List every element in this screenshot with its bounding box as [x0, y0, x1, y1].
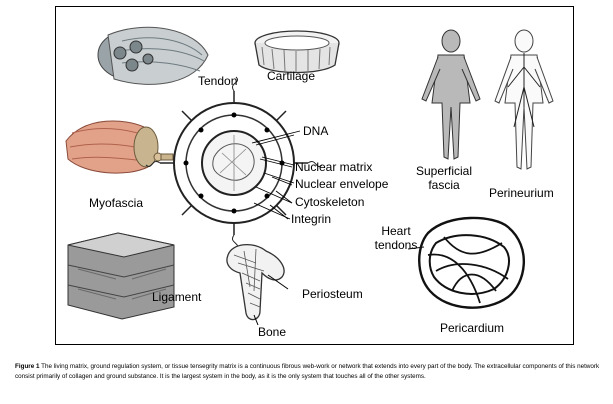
- label-myofascia: Myofascia: [89, 196, 144, 210]
- ligament-illustration: [67, 232, 175, 320]
- perineurium-figure: [494, 29, 554, 170]
- label-ligament: Ligament: [152, 290, 202, 304]
- label-perineurium: Perineurium: [489, 186, 554, 200]
- cell-illustration: [145, 76, 323, 250]
- label-periosteum: Periosteum: [302, 287, 363, 301]
- figure-caption: Figure 1 The living matrix, ground regul…: [15, 362, 605, 381]
- label-superficial-fascia: Superficial fascia: [412, 164, 476, 192]
- label-superficial-fascia-line1: Superficial: [415, 164, 473, 178]
- label-heart-tendons-line1: Heart: [381, 224, 411, 238]
- label-nuclear-envelope: Nuclear envelope: [295, 177, 389, 191]
- caption-label: Figure 1: [15, 363, 40, 370]
- cartilage-illustration: [254, 30, 340, 74]
- label-heart-tendons: Heart tendons: [364, 224, 428, 252]
- label-tendon: Tendon: [198, 74, 238, 88]
- label-heart-tendons-line2: tendons: [374, 238, 418, 252]
- label-dna: DNA: [303, 124, 329, 138]
- figure-illustration: [65, 26, 554, 326]
- caption-text: The living matrix, ground regulation sys…: [15, 363, 600, 380]
- superficial-fascia-figure: [421, 29, 481, 160]
- label-cytoskeleton: Cytoskeleton: [295, 195, 365, 209]
- label-superficial-fascia-line2: fascia: [428, 178, 460, 192]
- label-nuclear-matrix: Nuclear matrix: [295, 160, 373, 174]
- label-pericardium: Pericardium: [440, 321, 505, 335]
- cell-leader-lines: [251, 130, 301, 220]
- myofascia-illustration: [65, 120, 174, 174]
- tendon-illustration: [97, 26, 209, 85]
- label-integrin: Integrin: [291, 212, 332, 226]
- label-bone: Bone: [258, 325, 287, 339]
- figure-panel: Tendon Cartilage Myofascia DNA Nuclear m…: [55, 6, 574, 345]
- label-cartilage: Cartilage: [267, 69, 316, 83]
- pericardium-illustration: [407, 216, 525, 309]
- bone-illustration: [226, 244, 289, 326]
